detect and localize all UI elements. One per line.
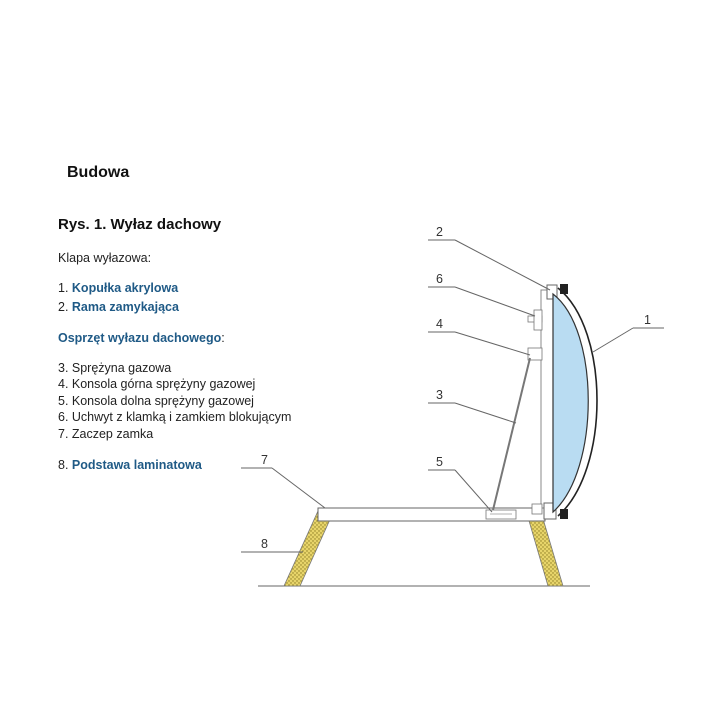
callout-2: 2 xyxy=(436,225,443,239)
legend-item-3: 3. Sprężyna gazowa xyxy=(58,361,172,375)
top-seal xyxy=(560,284,568,294)
legend-item-8-label: Podstawa laminatowa xyxy=(71,458,202,472)
callout-3-leader xyxy=(454,402,517,424)
dome-outline xyxy=(557,287,598,517)
callout-2-leader xyxy=(454,239,551,291)
callout-7: 7 xyxy=(261,453,268,467)
callout-5-leader xyxy=(454,469,493,513)
callout-4: 4 xyxy=(436,317,443,331)
legend-item-1-number: 1. xyxy=(58,281,72,295)
callout-1: 1 xyxy=(644,313,651,327)
handle-lock xyxy=(533,309,543,331)
legend-item-2-number: 2. xyxy=(58,300,72,314)
closing-frame xyxy=(540,289,554,509)
callout-1-leader xyxy=(592,327,634,353)
callout-8: 8 xyxy=(261,537,268,551)
callout-6-leader xyxy=(454,286,536,317)
bottom-seal xyxy=(560,509,568,519)
legend-item-8-number: 8. xyxy=(58,458,72,472)
laminate-base-right xyxy=(526,511,564,587)
gas-spring xyxy=(492,357,531,511)
acrylic-dome xyxy=(552,292,589,514)
legend-item-8: 8. Podstawa laminatowa xyxy=(58,458,202,472)
callout-7-leader xyxy=(271,467,326,509)
callout-6: 6 xyxy=(436,272,443,286)
frame-top-cap xyxy=(546,284,558,300)
accessories-heading-suffix: : xyxy=(221,331,225,345)
legend-item-6: 6. Uchwyt z klamką i zamkiem blokującym xyxy=(58,410,292,424)
figure-title: Rys. 1. Wyłaz dachowy xyxy=(58,216,222,233)
callout-5: 5 xyxy=(436,455,443,469)
hatch-label: Klapa wyłazowa: xyxy=(58,251,152,265)
legend-item-7: 7. Zaczep zamka xyxy=(58,427,154,441)
legend-item-1: 1. Kopułka akrylowa xyxy=(58,281,178,295)
legend-item-1-label: Kopułka akrylowa xyxy=(71,281,179,295)
section-title: Budowa xyxy=(67,164,130,181)
latch xyxy=(531,503,543,515)
laminate-base-left xyxy=(283,510,333,587)
lower-bracket xyxy=(485,509,517,520)
legend-item-4: 4. Konsola górna sprężyny gazowej xyxy=(58,377,256,391)
accessories-heading: Osprzęt wyłazu dachowego: xyxy=(58,331,225,345)
legend-item-5: 5. Konsola dolna sprężyny gazowej xyxy=(58,394,254,408)
accessories-heading-label: Osprzęt wyłazu dachowego xyxy=(58,331,222,345)
callout-3: 3 xyxy=(436,388,443,402)
callout-4-leader xyxy=(454,331,531,356)
legend-item-2: 2. Rama zamykająca xyxy=(58,300,179,314)
legend-item-2-label: Rama zamykająca xyxy=(71,300,179,314)
